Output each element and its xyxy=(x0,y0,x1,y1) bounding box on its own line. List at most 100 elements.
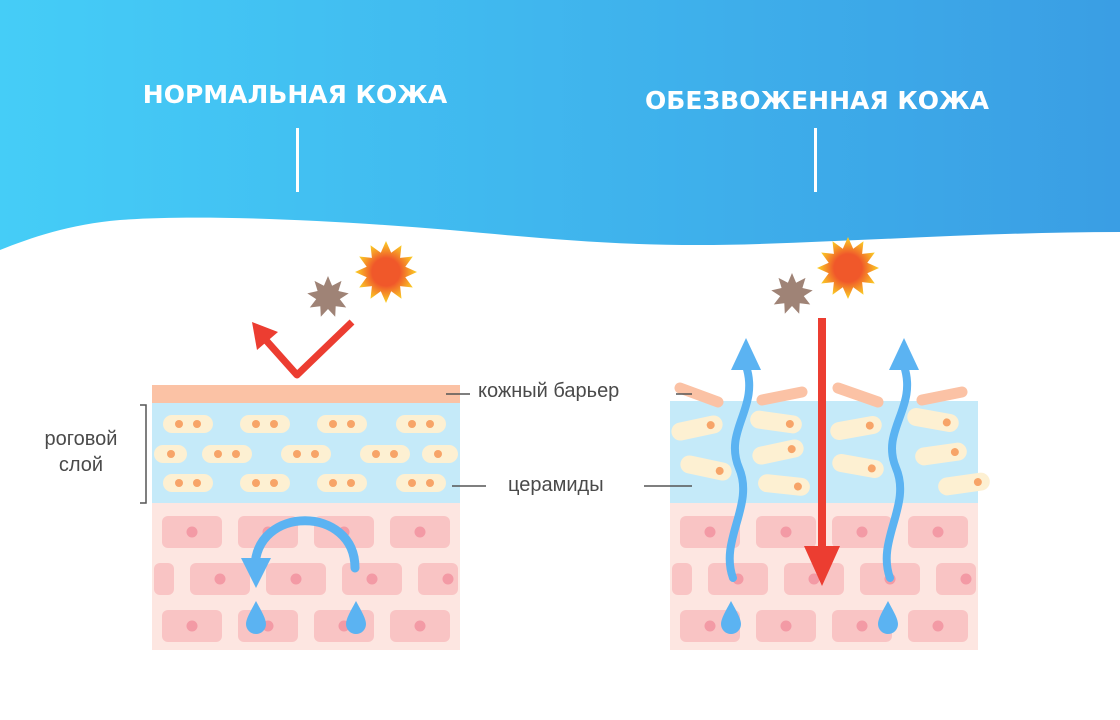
cell-nucleus xyxy=(186,620,198,632)
ceramide-dot xyxy=(408,420,416,428)
ceramide-dot xyxy=(426,420,434,428)
normal-skin-diagram xyxy=(140,241,486,650)
ceramide-dot xyxy=(252,420,260,428)
ceramide xyxy=(360,445,410,463)
ceramide xyxy=(832,454,884,478)
pollution-particle-icon xyxy=(307,276,349,317)
ceramide-dot xyxy=(865,421,874,430)
ceramide-dot xyxy=(347,420,355,428)
ceramide xyxy=(240,474,290,492)
water-evaporation-arrow xyxy=(882,338,919,582)
cell-nucleus xyxy=(186,526,198,538)
ceramide xyxy=(907,408,959,432)
ceramide-dot xyxy=(426,479,434,487)
ceramide-dot xyxy=(434,450,442,458)
ceramide-dot xyxy=(175,420,183,428)
ceramide-dot xyxy=(785,419,794,428)
water-drop-icon xyxy=(246,601,266,634)
cell-nucleus xyxy=(856,620,868,632)
uv-ray-reflected-arrow xyxy=(252,319,355,379)
ceramide-dot xyxy=(293,450,301,458)
ceramide-dot xyxy=(232,450,240,458)
cell-nucleus xyxy=(214,573,226,585)
cell-group xyxy=(672,516,976,642)
ceramide xyxy=(202,445,252,463)
ceramide xyxy=(830,416,882,440)
ceramide-dot xyxy=(950,448,959,457)
ceramide xyxy=(317,474,367,492)
ceramide-dot xyxy=(347,479,355,487)
ceramide-dot xyxy=(715,466,724,475)
label-stratum-corneum-line2: слой xyxy=(58,454,104,476)
ceramide-group xyxy=(154,415,458,492)
label-skin-barrier: кожный барьер xyxy=(478,380,620,402)
uv-ray-penetrating-arrow xyxy=(804,318,840,586)
ceramide xyxy=(752,439,804,465)
label-ceramides: церамиды xyxy=(508,474,604,496)
cell-nucleus xyxy=(290,573,302,585)
water-drop-icon xyxy=(878,601,898,634)
cell-nucleus xyxy=(960,573,972,585)
water-cycle-arrow xyxy=(241,516,360,588)
ceramide xyxy=(396,474,446,492)
epidermis-cell xyxy=(154,563,174,595)
cell-nucleus xyxy=(414,526,426,538)
cell-nucleus xyxy=(414,620,426,632)
ceramide-dot xyxy=(311,450,319,458)
title-divider-dehydrated xyxy=(814,128,817,192)
ceramide xyxy=(317,415,367,433)
ceramide xyxy=(750,410,802,434)
ceramide-dot xyxy=(270,420,278,428)
dehydrated-skin-diagram xyxy=(644,237,990,650)
label-stratum-corneum-line1: роговой xyxy=(44,428,118,450)
title-divider-normal xyxy=(296,128,299,192)
ceramide-dot xyxy=(372,450,380,458)
cell-nucleus xyxy=(366,573,378,585)
ceramide-dot xyxy=(408,479,416,487)
barrier-fragment xyxy=(916,386,968,406)
ceramide-dot xyxy=(973,478,982,487)
skin-barrier-layer xyxy=(152,385,460,403)
ceramide-dot xyxy=(193,479,201,487)
epidermis-cell xyxy=(672,563,692,595)
ceramide xyxy=(680,455,732,481)
ceramide-dot xyxy=(167,450,175,458)
ceramide-dot xyxy=(193,420,201,428)
ceramide-dot xyxy=(329,420,337,428)
ceramide-dot xyxy=(390,450,398,458)
barrier-fragment xyxy=(674,382,724,408)
ceramide xyxy=(758,474,810,496)
title-dehydrated-skin: ОБЕЗВОЖЕННАЯ КОЖА xyxy=(645,86,989,115)
ceramide xyxy=(396,415,446,433)
ceramide-group xyxy=(671,408,990,496)
ceramide-dot xyxy=(270,479,278,487)
ceramide-dot xyxy=(214,450,222,458)
cell-nucleus xyxy=(932,526,944,538)
water-evaporation-arrows xyxy=(725,338,919,582)
barrier-fragment xyxy=(832,382,884,408)
cell-nucleus xyxy=(932,620,944,632)
water-evaporation-arrow xyxy=(725,338,761,582)
cell-nucleus xyxy=(704,620,716,632)
cell-nucleus xyxy=(808,573,820,585)
sun-icon xyxy=(355,241,417,303)
ceramide-dot xyxy=(867,464,876,473)
stratum-corneum-bracket xyxy=(140,404,147,504)
ceramide xyxy=(671,415,723,441)
ceramide xyxy=(938,472,990,496)
ceramide xyxy=(163,474,213,492)
ceramide-dot xyxy=(175,479,183,487)
broken-skin-barrier xyxy=(674,382,968,408)
epidermis-cell xyxy=(418,563,458,595)
sun-icon xyxy=(817,237,879,299)
ceramide xyxy=(281,445,331,463)
ceramide-dot xyxy=(787,445,796,454)
header-wave-background xyxy=(0,0,1120,250)
ceramide xyxy=(240,415,290,433)
cell-nucleus xyxy=(780,526,792,538)
ceramide xyxy=(163,415,213,433)
ceramide xyxy=(915,442,967,466)
ceramide-dot xyxy=(706,421,715,430)
water-drop-icon xyxy=(721,601,741,634)
